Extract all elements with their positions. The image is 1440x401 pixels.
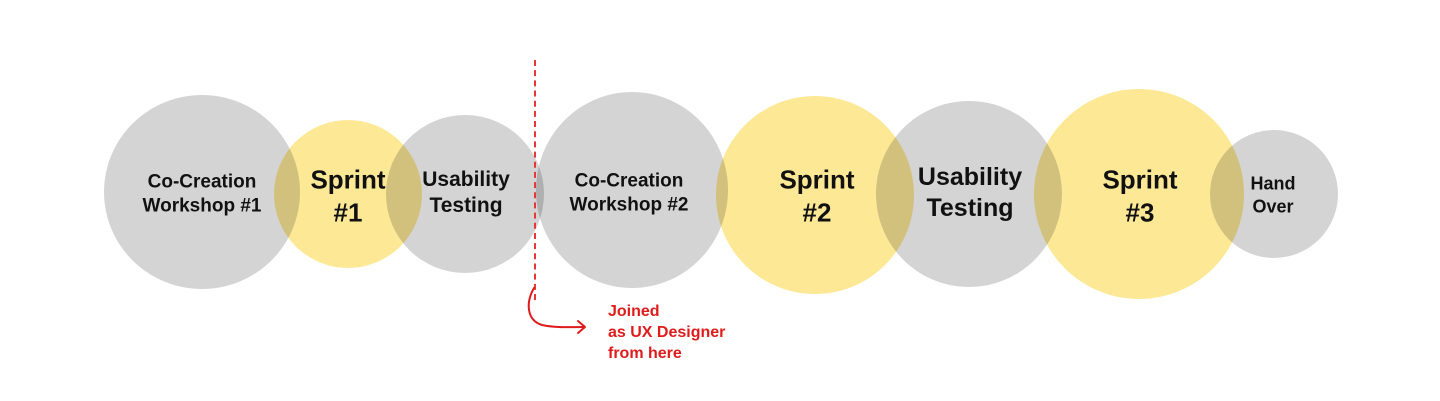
annotation-line-2: as UX Designer (608, 323, 726, 341)
joined-divider-line (534, 60, 536, 300)
phase-circle-sprint-3 (1034, 89, 1244, 299)
phase-label-sprint-1: Sprint#1 (310, 164, 386, 228)
joined-annotation: Joined as UX Designer from here (608, 302, 725, 364)
curved-arrow-icon (527, 287, 586, 334)
phase-circle-usability-testing-1 (386, 115, 544, 273)
annotation-line-1: Joined (608, 303, 660, 320)
annotation-line-3: from here (608, 344, 682, 362)
phase-circle-hand-over (1210, 130, 1338, 258)
phase-circle-co-creation-workshop-2 (536, 92, 728, 288)
phase-label-sprint-3: Sprint#3 (1102, 164, 1178, 228)
phase-circle-usability-testing-2 (876, 101, 1062, 287)
phase-label-sprint-2: Sprint#2 (779, 164, 855, 228)
phase-circle-co-creation-workshop-1 (104, 95, 300, 289)
